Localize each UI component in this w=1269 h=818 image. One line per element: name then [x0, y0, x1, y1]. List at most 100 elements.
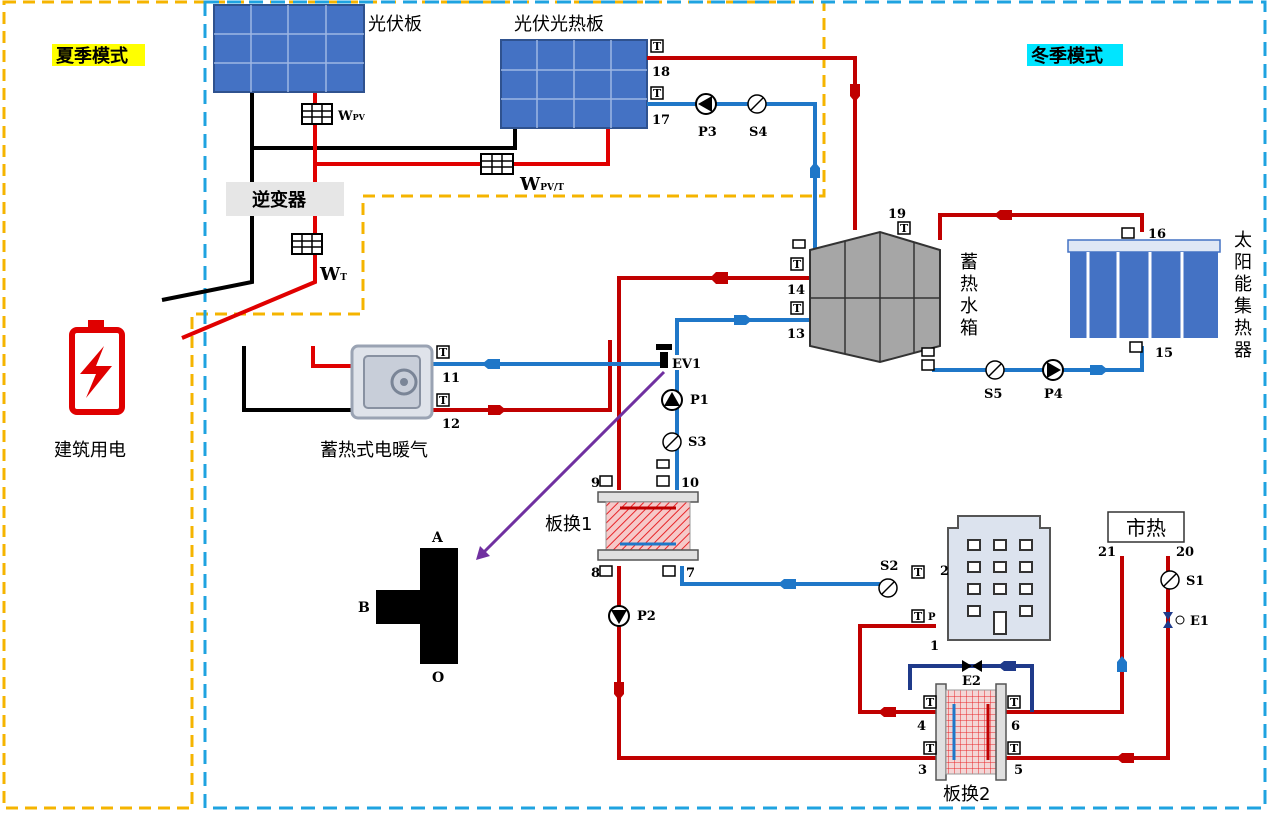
temperature-sensor-icons — [436, 39, 1021, 755]
pump-p4-icon — [1042, 359, 1064, 381]
svg-text:14: 14 — [787, 283, 805, 298]
valve-port-a: A — [431, 530, 444, 546]
meter-wt-icon — [291, 233, 323, 255]
svg-text:P1: P1 — [690, 393, 709, 408]
storage-heater-icon — [350, 344, 434, 420]
svg-text:9: 9 — [591, 476, 600, 491]
point-labels: 1 2 3 4 5 6 7 8 9 10 11 12 13 14 15 16 1… — [442, 65, 1194, 778]
solar-collector — [1067, 239, 1221, 338]
building-power-label: 建筑用电 — [54, 440, 126, 461]
svg-text:P3: P3 — [698, 125, 717, 140]
temperature-sensor-glyphs: T T T T T T T T T P T T T T — [439, 40, 1019, 755]
svg-text:17: 17 — [652, 113, 670, 128]
building-icon — [947, 515, 1051, 641]
svg-text:5: 5 — [1014, 763, 1023, 778]
winter-border — [203, 0, 1267, 810]
svg-text:T: T — [793, 302, 802, 315]
collector-label-1: 太 — [1234, 230, 1252, 251]
svg-text:18: 18 — [652, 65, 670, 80]
tank-label-2: 热 — [960, 274, 978, 295]
svg-text:20: 20 — [1176, 545, 1194, 560]
svg-text:2: 2 — [940, 564, 949, 579]
ev1-valve-icon — [656, 344, 672, 368]
e1-valve-icon — [1163, 612, 1185, 628]
three-way-valve-diagram — [376, 548, 458, 664]
svg-text:21: 21 — [1098, 545, 1116, 560]
svg-text:EV1: EV1 — [672, 357, 701, 372]
collector-label-6: 器 — [1234, 340, 1252, 361]
city-heat-label: 市热 — [1126, 516, 1166, 540]
city-heat-box — [1107, 511, 1185, 543]
svg-text:T: T — [439, 394, 448, 407]
svg-text:19: 19 — [888, 207, 906, 222]
plate-hx1 — [597, 491, 699, 561]
collector-label-2: 阳 — [1234, 252, 1252, 273]
svg-text:T: T — [439, 346, 448, 359]
plate-hx2-label: 板换2 — [943, 784, 990, 805]
svg-text:T: T — [914, 566, 923, 579]
pump-p3-icon — [695, 93, 717, 115]
inverter-label: 逆变器 — [252, 189, 307, 211]
svg-text:T: T — [793, 258, 802, 271]
svg-text:6: 6 — [1011, 719, 1020, 734]
svg-text:P4: P4 — [1044, 387, 1063, 402]
svg-text:P: P — [928, 612, 936, 623]
svg-text:12: 12 — [442, 417, 460, 432]
e2-valve-icon — [962, 660, 982, 672]
svg-text:T: T — [1010, 742, 1019, 755]
meter-wpvt-icon — [480, 153, 514, 175]
svg-text:S4: S4 — [749, 125, 767, 140]
pvt-panel — [500, 39, 648, 129]
meter-wpv-label: WPV — [337, 109, 366, 124]
svg-text:E2: E2 — [962, 674, 981, 689]
valve-port-b: B — [358, 600, 370, 616]
inverter-box — [226, 182, 344, 216]
valve-callout-arrow — [478, 370, 666, 558]
storage-tank — [809, 230, 941, 364]
svg-text:S1: S1 — [1186, 574, 1204, 589]
svg-text:P2: P2 — [637, 609, 656, 624]
svg-text:10: 10 — [681, 476, 699, 491]
storage-heater-label: 蓄热式电暖气 — [320, 440, 428, 461]
summer-border — [2, 0, 826, 810]
plate-hx2 — [935, 683, 1007, 781]
svg-text:15: 15 — [1155, 346, 1173, 361]
meter-wt-label: WT — [319, 264, 347, 285]
winter-mode-label: 冬季模式 — [1031, 45, 1103, 67]
svg-text:T: T — [914, 610, 923, 623]
pv-panel — [213, 4, 365, 93]
svg-text:T: T — [653, 40, 662, 53]
svg-text:4: 4 — [917, 719, 926, 734]
pv-panel-label: 光伏板 — [368, 14, 422, 35]
summer-mode-label: 夏季模式 — [56, 45, 128, 67]
svg-text:E1: E1 — [1190, 614, 1209, 629]
svg-text:T: T — [1010, 696, 1019, 709]
svg-text:13: 13 — [787, 327, 805, 342]
pump-p2-icon — [608, 605, 630, 627]
power-lines-red — [181, 92, 610, 368]
svg-text:7: 7 — [686, 566, 695, 581]
tank-label-3: 水 — [960, 296, 978, 317]
flow-arrows — [482, 84, 1134, 763]
pump-p1-icon — [661, 389, 683, 411]
battery-icon — [69, 320, 125, 415]
flowmeter-icons — [662, 94, 1180, 598]
collector-label-3: 能 — [1234, 274, 1252, 295]
collector-label-4: 集 — [1234, 296, 1252, 317]
svg-text:1: 1 — [930, 639, 939, 654]
tank-label-4: 箱 — [960, 318, 978, 339]
meter-wpvt-label: WPV/T — [519, 174, 564, 195]
svg-text:T: T — [900, 222, 909, 235]
svg-text:T: T — [653, 87, 662, 100]
cold-pipes — [432, 102, 1144, 586]
meter-wpv-icon — [301, 103, 333, 125]
power-lines — [161, 92, 517, 412]
flow-sensor-icons — [599, 227, 1143, 577]
svg-text:S5: S5 — [984, 387, 1002, 402]
svg-text:3: 3 — [918, 763, 927, 778]
svg-text:T: T — [926, 696, 935, 709]
valve-port-o: O — [432, 670, 444, 686]
svg-text:S3: S3 — [688, 435, 706, 450]
svg-text:11: 11 — [442, 371, 460, 386]
